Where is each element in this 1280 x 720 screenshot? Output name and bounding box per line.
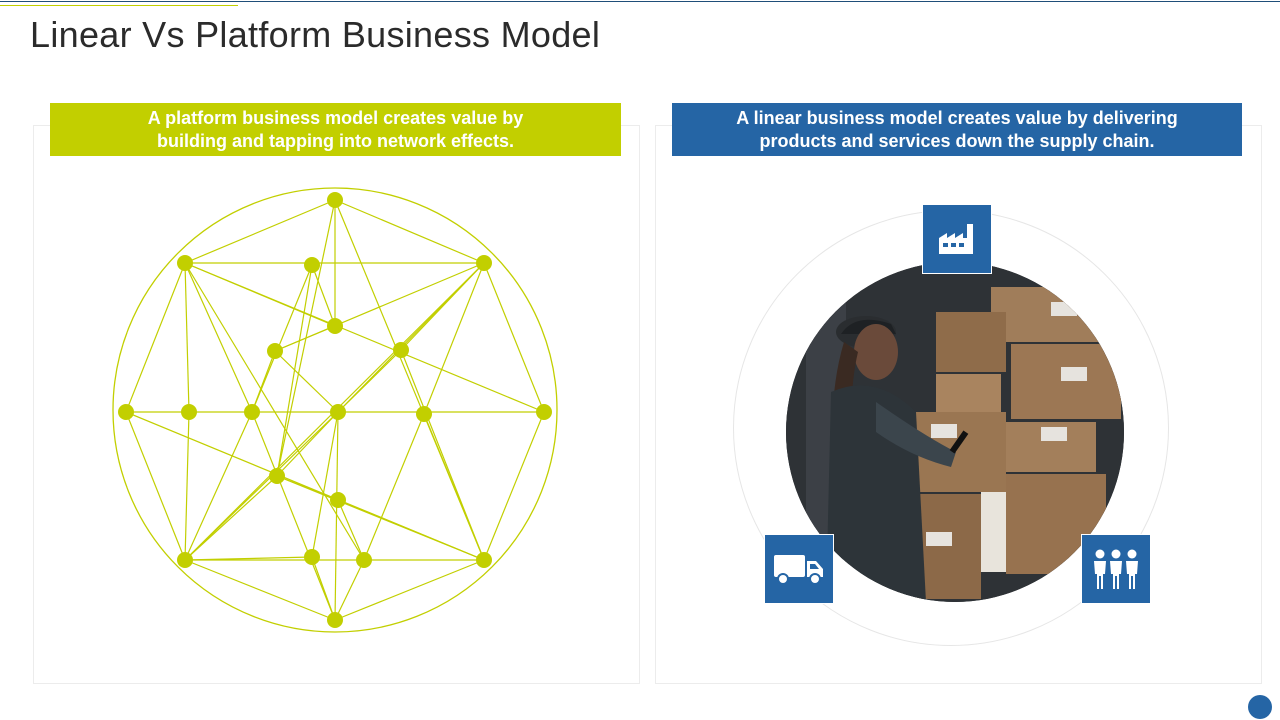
delivery-photo	[786, 262, 1124, 602]
network-edge	[184, 556, 313, 561]
network-node	[177, 552, 193, 568]
delivery-photo-illustration	[786, 262, 1124, 602]
network-edge	[334, 411, 339, 621]
network-edge	[125, 262, 186, 413]
network-edge	[483, 262, 545, 413]
top-accent-rule	[0, 5, 238, 6]
network-edge	[184, 262, 253, 413]
network-edge	[125, 411, 186, 561]
network-edge	[311, 264, 336, 327]
platform-banner-text: A platform business model creates value …	[147, 107, 524, 151]
network-effects-diagram	[112, 187, 558, 633]
people-group-icon-box	[1082, 535, 1150, 603]
network-edge	[251, 411, 336, 621]
slide-title: Linear Vs Platform Business Model	[30, 14, 601, 55]
network-edge	[276, 411, 339, 477]
people-group-icon	[1094, 549, 1138, 589]
network-edge	[483, 411, 545, 561]
network-edge	[251, 264, 313, 413]
factory-icon	[939, 224, 973, 254]
network-node	[304, 549, 320, 565]
network-node	[327, 612, 343, 628]
network-edge	[184, 262, 545, 413]
network-node	[244, 404, 260, 420]
network-nodes	[118, 192, 552, 628]
network-node	[330, 492, 346, 508]
delivery-truck-icon-box	[765, 535, 833, 603]
delivery-truck-icon	[774, 555, 823, 585]
network-node	[327, 318, 343, 334]
network-edge	[184, 411, 339, 561]
network-edge	[274, 350, 339, 413]
network-node	[356, 552, 372, 568]
network-edge	[184, 411, 253, 561]
network-node	[476, 552, 492, 568]
network-edge	[184, 411, 190, 561]
network-edge	[184, 199, 336, 264]
network-edge	[311, 411, 339, 558]
network-edge	[334, 559, 485, 621]
factory-icon-box	[923, 205, 991, 273]
network-node	[416, 406, 432, 422]
network-edge	[423, 262, 485, 415]
network-edges	[125, 199, 545, 621]
network-edge	[334, 559, 365, 621]
network-node	[177, 255, 193, 271]
network-edge	[337, 499, 365, 561]
platform-banner: A platform business model creates value …	[50, 103, 621, 156]
network-node	[181, 404, 197, 420]
linear-banner-text: A linear business model creates value by…	[736, 107, 1178, 151]
network-edge	[334, 199, 485, 264]
network-edge	[363, 413, 425, 561]
network-edge	[337, 499, 485, 561]
network-edge	[423, 413, 485, 561]
network-edge	[276, 475, 339, 501]
network-edge	[251, 350, 276, 413]
network-node	[267, 343, 283, 359]
network-node	[476, 255, 492, 271]
page-indicator-dot	[1248, 695, 1272, 719]
network-edge	[184, 559, 336, 621]
network-node	[118, 404, 134, 420]
top-rule	[0, 1, 1280, 2]
network-node	[304, 257, 320, 273]
network-node	[393, 342, 409, 358]
network-edge	[184, 262, 190, 413]
network-node	[330, 404, 346, 420]
network-edge	[274, 325, 336, 352]
linear-banner: A linear business model creates value by…	[672, 103, 1242, 156]
network-node	[327, 192, 343, 208]
network-node	[269, 468, 285, 484]
network-outer-circle	[112, 187, 558, 633]
network-edge	[337, 349, 402, 413]
network-node	[536, 404, 552, 420]
